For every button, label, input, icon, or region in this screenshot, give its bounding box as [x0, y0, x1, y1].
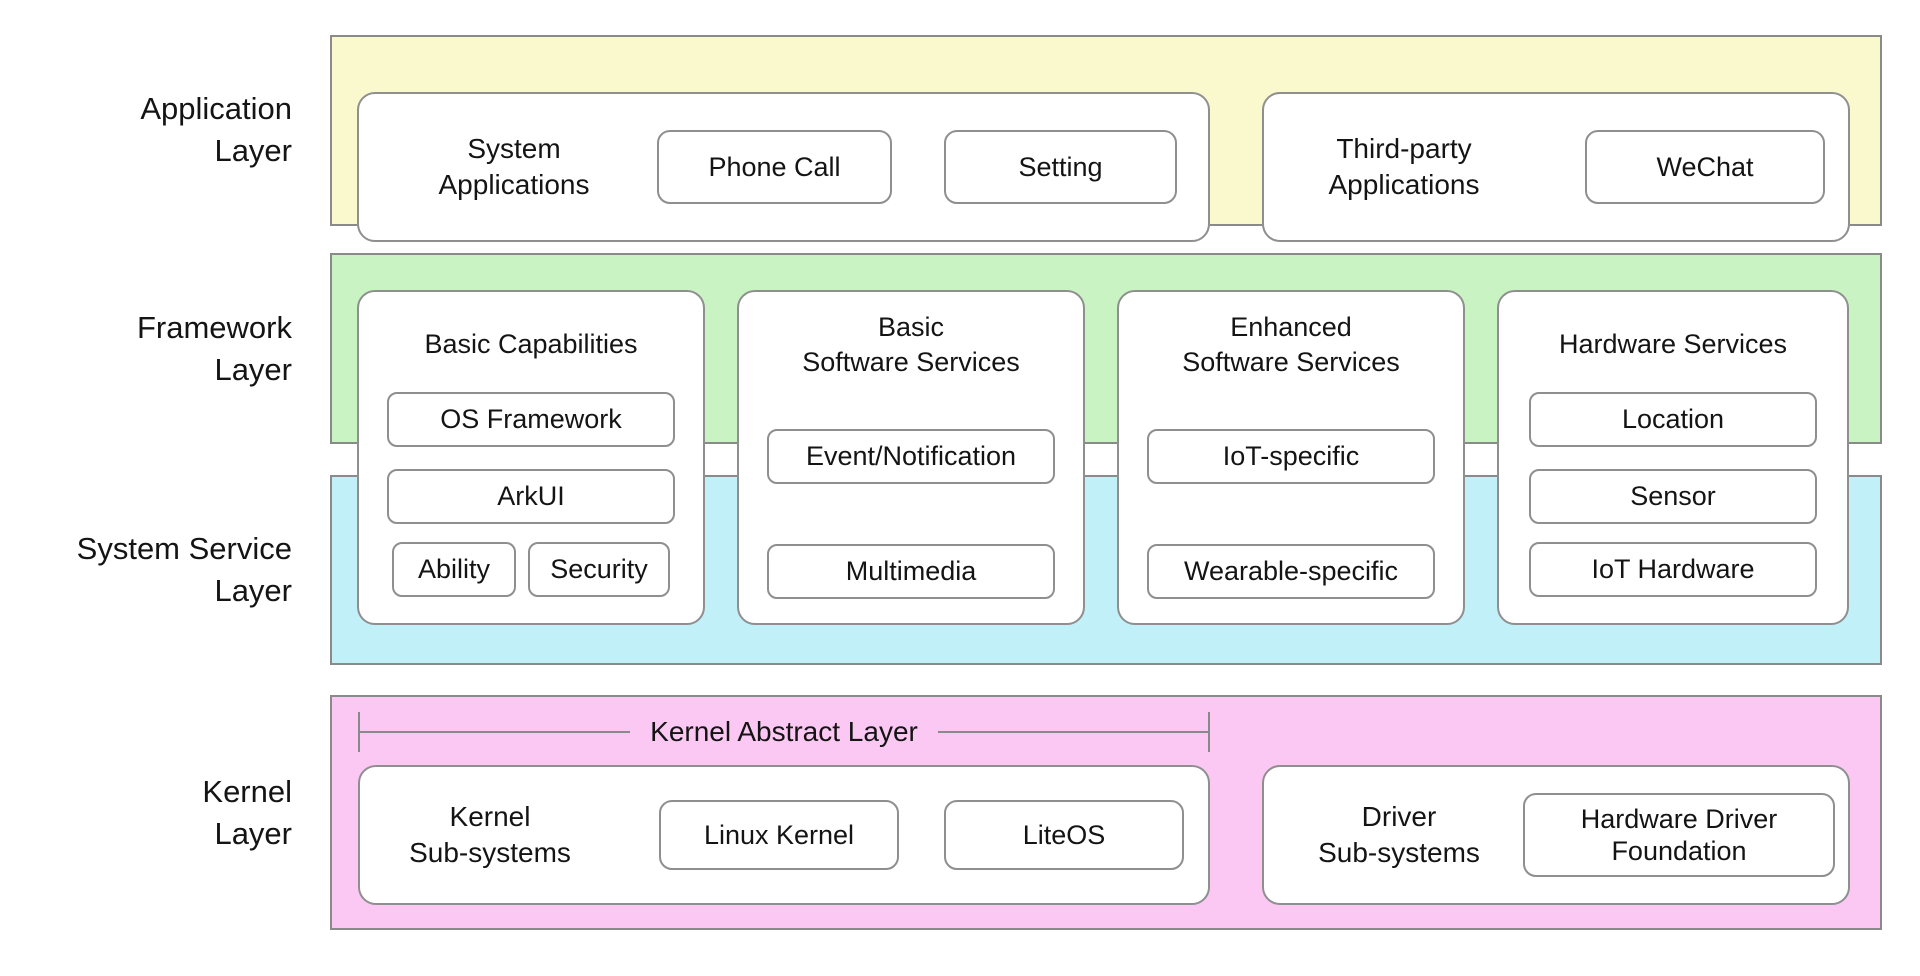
pill-linux-kernel: Linux Kernel: [659, 800, 899, 870]
basic-software-services-title: Basic Software Services: [802, 311, 1020, 377]
hardware-services-column: Hardware Services Location Sensor IoT Ha…: [1497, 290, 1849, 625]
pill-sensor: Sensor: [1529, 469, 1817, 524]
kernel-layer-band: Kernel Abstract Layer Kernel Sub-systems…: [330, 695, 1882, 930]
kernel-subsystems-box: Kernel Sub-systems Linux Kernel LiteOS: [358, 765, 1210, 905]
hardware-services-title: Hardware Services: [1558, 329, 1788, 360]
pill-liteos: LiteOS: [944, 800, 1184, 870]
pill-event-notification: Event/Notification: [767, 429, 1055, 484]
bracket-left-tick: [358, 712, 360, 752]
pill-arkui: ArkUI: [387, 469, 675, 524]
label-kernel-layer: Kernel Layer: [202, 774, 292, 851]
third-party-applications-box: Third-party Applications WeChat: [1262, 92, 1850, 242]
basic-software-services-column: Basic Software Services Event/Notificati…: [737, 290, 1085, 625]
pill-wearable-specific: Wearable-specific: [1147, 544, 1435, 599]
pill-location: Location: [1529, 392, 1817, 447]
kernel-abstract-layer-bracket: Kernel Abstract Layer: [358, 712, 1211, 752]
pill-wechat: WeChat: [1585, 130, 1825, 204]
basic-capabilities-title: Basic Capabilities: [424, 329, 638, 360]
basic-capabilities-column: Basic Capabilities OS Framework ArkUI Ab…: [357, 290, 705, 625]
pill-phone-call: Phone Call: [657, 130, 892, 204]
pill-setting: Setting: [944, 130, 1177, 204]
enhanced-software-services-title: Enhanced Software Services: [1182, 311, 1400, 377]
system-applications-box: System Applications Phone Call Setting: [357, 92, 1210, 242]
application-layer-band: System Applications Phone Call Setting T…: [330, 35, 1882, 242]
label-framework-layer: Framework Layer: [136, 310, 292, 387]
pill-security: Security: [528, 542, 670, 597]
driver-subsystems-box: Driver Sub-systems Hardware Driver Found…: [1262, 765, 1850, 905]
ability-security-row: Ability Security: [392, 542, 670, 597]
system-applications-title: System Applications: [438, 132, 590, 200]
pill-iot-hardware: IoT Hardware: [1529, 542, 1817, 597]
enhanced-software-services-column: Enhanced Software Services IoT-specific …: [1117, 290, 1465, 625]
driver-subsystems-title: Driver Sub-systems: [1318, 800, 1480, 868]
bracket-left-line: [360, 731, 631, 733]
pill-multimedia: Multimedia: [767, 544, 1055, 599]
pill-ability: Ability: [392, 542, 516, 597]
kernel-subsystems-title: Kernel Sub-systems: [409, 800, 571, 868]
pill-iot-specific: IoT-specific: [1147, 429, 1435, 484]
label-application-layer: Application Layer: [140, 91, 292, 168]
kernel-abstract-layer-label: Kernel Abstract Layer: [650, 716, 918, 747]
bracket-right-line: [937, 731, 1209, 733]
bracket-right-tick: [1208, 712, 1211, 752]
pill-hardware-driver-foundation: Hardware Driver Foundation: [1523, 793, 1835, 877]
label-system-service-layer: System Service Layer: [76, 531, 292, 608]
third-party-applications-title: Third-party Applications: [1328, 132, 1480, 200]
pill-os-framework: OS Framework: [387, 392, 675, 447]
